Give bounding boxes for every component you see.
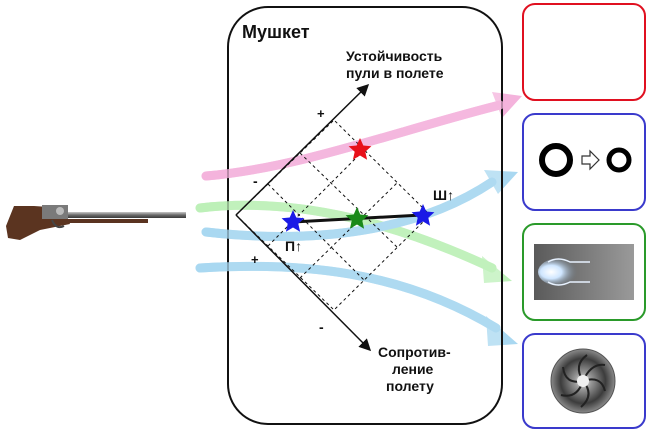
axis-resistance — [235, 214, 372, 352]
blue-star-sh — [411, 204, 435, 226]
minus-mark-stability: - — [253, 173, 258, 189]
axis-resistance-label-line2: ление — [392, 361, 434, 377]
plus-mark-stability: + — [317, 106, 325, 121]
minus-mark-resistance: - — [319, 319, 324, 335]
musket-picture — [6, 205, 186, 240]
plus-mark-resistance: + — [251, 252, 259, 267]
small-ring-icon — [606, 147, 632, 173]
result-box-bullet — [522, 223, 646, 321]
result-box-red — [522, 3, 646, 101]
axis-resistance-label-line3: полету — [386, 378, 434, 394]
point-sh-label: Ш↑ — [433, 187, 454, 203]
point-p-label: П↑ — [285, 238, 302, 254]
axis-resistance-label-line1: Сопротив- — [378, 344, 451, 360]
diagram-title: Мушкет — [242, 22, 310, 42]
result-box-rifling — [522, 333, 646, 429]
red-star — [348, 138, 372, 160]
blue-star-p — [281, 210, 305, 232]
large-ring-icon — [539, 143, 573, 177]
result-box-rings — [522, 113, 646, 211]
arrow-right-icon — [581, 149, 600, 171]
axis-stability-label-line2: пули в полете — [346, 65, 444, 81]
axis-stability-label-line1: Устойчивость — [346, 48, 443, 64]
green-star — [345, 207, 369, 229]
